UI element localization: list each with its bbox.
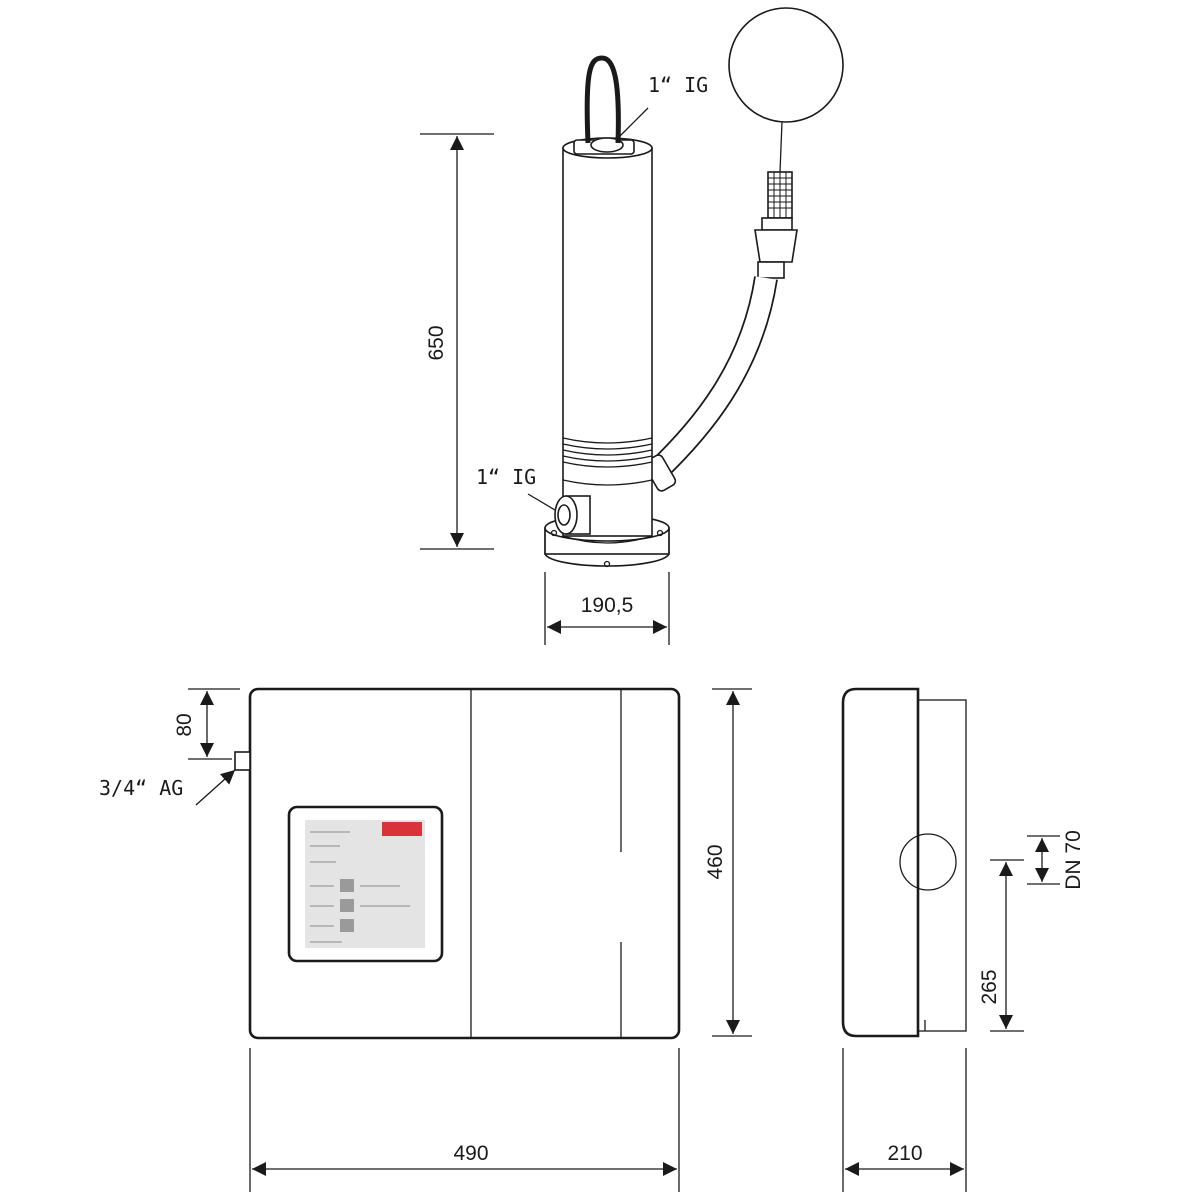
control-panel-frame [287,805,444,963]
pump-motor-rings [562,437,653,486]
side-depth-value: 210 [887,1142,922,1165]
control-box-height-dimension: 460 [704,688,752,1037]
panel-button-3 [340,919,354,932]
side-back-plate [917,699,967,1032]
pump-width-value: 190,5 [581,594,634,617]
side-outlet-size-dimension: DN 70 [1027,830,1085,890]
control-box-width-value: 490 [453,1142,488,1165]
float-ball [728,7,844,123]
control-box-inlet-label: 3/4“ AG [99,776,183,800]
pump-outlet-label: 1“ IG [648,73,708,97]
strainer-grid [768,172,792,218]
flange-bolt-hole [550,529,558,537]
side-outlet-height-value: 265 [978,969,1001,1004]
panel-text-lines [310,831,410,943]
control-box-width-dimension: 490 [249,1048,680,1192]
control-panel-face [305,820,425,948]
side-outlet-height-dimension: 265 [978,859,1024,1032]
float-rod [779,121,783,173]
control-box-inlet-offset-dimension: 80 [173,688,240,760]
brand-logo [382,822,422,836]
control-box-body [248,687,681,1040]
control-box-inlet-stub [234,751,251,771]
hose-fitting-upper [761,217,793,231]
panel-button-2 [340,899,354,912]
pump-height-dimension: 650 [420,133,494,550]
side-depth-dimension: 210 [842,1048,967,1192]
pump-inlet-label: 1“ IG [476,465,536,489]
side-housing [841,687,920,1038]
pump-height-value: 650 [425,325,448,360]
power-cable [584,55,621,144]
pump-drawing [544,7,844,568]
side-outlet-size-value: DN 70 [1062,830,1085,890]
control-box-height-value: 460 [704,844,727,879]
control-box-front-view [234,687,681,1040]
control-box-inlet-offset-value: 80 [173,713,196,736]
hose-fitting-lower [757,261,785,279]
hose-coupling [754,229,798,263]
control-box-side-view [841,687,967,1038]
flange-bolt-hole [603,560,611,568]
pump-width-dimension: 190,5 [544,572,670,645]
flange-bolt-hole [656,529,664,537]
side-outlet-opening [899,833,957,891]
panel-button-1 [340,879,354,892]
pump-body [562,147,653,537]
